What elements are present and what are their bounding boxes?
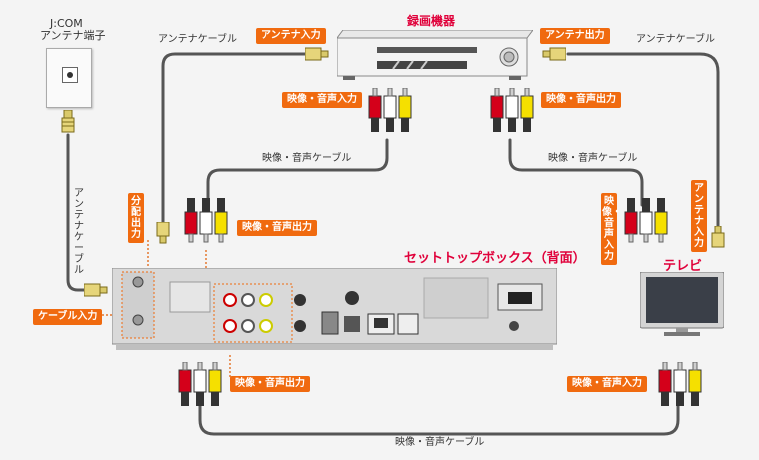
stb-title: セットトップボックス（背面） xyxy=(404,251,586,266)
f-connector-icon xyxy=(305,47,329,61)
tv-av-input-tag: 映像・音声入力 xyxy=(601,193,622,265)
rca-plug-group xyxy=(368,88,412,132)
stb-bottom-av-output-tag: 映像・音声出力 xyxy=(230,376,310,392)
rca-plug-icon xyxy=(398,88,412,132)
rca-plug-icon xyxy=(673,362,687,406)
rca-plug-group xyxy=(658,362,702,406)
rca-plug-icon xyxy=(505,88,519,132)
av-cable-label-left: 映像・音声ケーブル xyxy=(262,153,352,164)
antenna-cable-label-left: アンテナケーブル xyxy=(74,188,84,276)
rca-plug-icon xyxy=(178,362,192,406)
rca-plug-group xyxy=(624,198,668,243)
av-cable-label-bottom: 映像・音声ケーブル xyxy=(395,437,485,448)
f-connector-icon xyxy=(84,283,108,297)
f-connector-icon xyxy=(542,47,566,61)
rca-plug-group xyxy=(490,88,534,132)
rca-plug-icon xyxy=(658,362,672,406)
antenna-input-tag: アンテナ入力 xyxy=(256,28,326,44)
rca-plug-icon xyxy=(193,362,207,406)
stb-av-output-tag: 映像・音声出力 xyxy=(237,220,317,236)
av-cable-stb-to-tv xyxy=(198,396,680,436)
recorder-av-output-tag: 映像・音声出力 xyxy=(541,92,621,108)
tv-antenna-input-tag: アンテナ入力 xyxy=(691,180,707,252)
antenna-cable-recorder-to-tv xyxy=(566,52,720,230)
rca-plug-icon xyxy=(383,88,397,132)
rca-plug-icon xyxy=(520,88,534,132)
f-connector-icon xyxy=(711,226,725,248)
wall-outlet-label-line1: J:COM xyxy=(50,17,83,30)
splitter-output-tag: 分配出力 xyxy=(128,193,144,243)
wall-antenna-outlet xyxy=(46,48,92,108)
av-cable-label-right: 映像・音声ケーブル xyxy=(548,153,638,164)
coax-jack-icon xyxy=(62,67,78,83)
rca-plug-icon xyxy=(624,198,638,243)
tv-bottom-av-input-tag: 映像・音声入力 xyxy=(567,376,647,392)
rca-plug-group xyxy=(178,362,222,406)
rca-plug-icon xyxy=(654,198,668,243)
antenna-output-tag: アンテナ出力 xyxy=(540,28,610,44)
tv-device xyxy=(640,272,724,336)
f-connector-icon xyxy=(156,222,170,244)
rca-plug-icon xyxy=(214,198,228,243)
rca-plug-icon xyxy=(490,88,504,132)
recorder-device xyxy=(337,30,533,80)
av-cable-stb-to-recorder xyxy=(206,138,389,232)
antenna-cable-stb-to-recorder xyxy=(161,52,307,227)
antenna-cable-label-top-right: アンテナケーブル xyxy=(636,34,715,45)
wall-outlet-label-line2: アンテナ端子 xyxy=(40,29,106,42)
set-top-box-rear-panel xyxy=(112,268,557,350)
rca-plug-icon xyxy=(208,362,222,406)
rca-plug-icon xyxy=(184,198,198,243)
cable-input-tag: ケーブル入力 xyxy=(33,309,103,325)
rca-plug-group xyxy=(184,198,228,243)
f-connector-icon xyxy=(61,110,75,133)
rca-plug-icon xyxy=(199,198,213,243)
rca-plug-icon xyxy=(688,362,702,406)
recorder-title: 録画機器 xyxy=(407,14,456,28)
recorder-av-input-tag: 映像・音声入力 xyxy=(282,92,362,108)
antenna-cable-label-top-left: アンテナケーブル xyxy=(158,34,237,45)
av-cable-recorder-to-tv xyxy=(508,138,644,207)
antenna-cable-wall-to-stb xyxy=(66,133,97,292)
tv-title: テレビ xyxy=(663,259,703,274)
rca-plug-icon xyxy=(368,88,382,132)
rca-plug-icon xyxy=(639,198,653,243)
